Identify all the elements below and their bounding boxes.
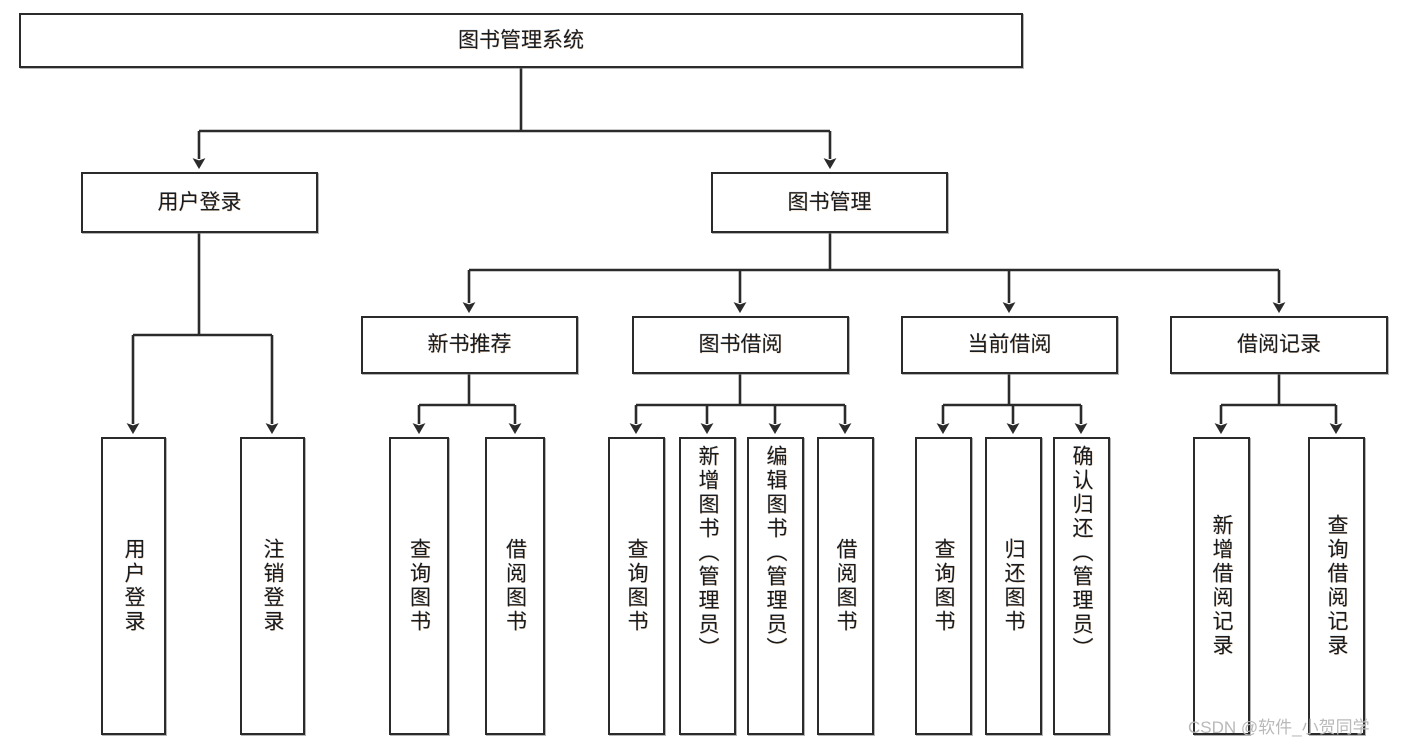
node-user-login[interactable]: 用户登录	[81, 172, 318, 233]
node-leaf-add-borrow-record[interactable]: 新增借阅记录	[1193, 437, 1250, 735]
node-user-login-label: 用户登录	[157, 190, 242, 214]
node-leaf-query-book-current[interactable]: 查询图书	[915, 437, 972, 735]
node-borrow-record[interactable]: 借阅记录	[1170, 316, 1388, 374]
node-leaf-query-borrow-record[interactable]: 查询借阅记录	[1308, 437, 1365, 735]
node-root[interactable]: 图书管理系统	[19, 13, 1023, 68]
node-leaf-user-login-label: 用户登录	[122, 538, 145, 634]
node-leaf-user-logout[interactable]: 注销登录	[240, 437, 305, 735]
node-leaf-edit-book-admin[interactable]: 编辑图书（管理员）	[747, 437, 804, 735]
node-leaf-query-book-recommend[interactable]: 查询图书	[389, 437, 449, 735]
node-leaf-confirm-return-admin-label: 确认归还（管理员）	[1070, 445, 1093, 661]
node-leaf-user-logout-label: 注销登录	[261, 538, 284, 634]
node-book-borrow[interactable]: 图书借阅	[632, 316, 849, 374]
node-book-management-label: 图书管理	[787, 190, 872, 214]
node-root-label: 图书管理系统	[458, 28, 584, 52]
node-leaf-borrow-book-recommend[interactable]: 借阅图书	[485, 437, 545, 735]
node-borrow-record-label: 借阅记录	[1237, 333, 1321, 357]
node-leaf-query-book-borrow-label: 查询图书	[625, 538, 648, 634]
node-leaf-borrow-book-recommend-label: 借阅图书	[503, 538, 527, 634]
node-new-book-recommend-label: 新书推荐	[427, 333, 512, 357]
node-new-book-recommend[interactable]: 新书推荐	[361, 316, 578, 374]
node-leaf-user-login[interactable]: 用户登录	[101, 437, 166, 735]
node-leaf-return-book-label: 归还图书	[1002, 538, 1025, 634]
node-leaf-borrow-book-label: 借阅图书	[834, 538, 857, 634]
node-leaf-confirm-return-admin[interactable]: 确认归还（管理员）	[1053, 437, 1110, 735]
node-leaf-query-borrow-record-label: 查询借阅记录	[1325, 514, 1348, 658]
node-leaf-add-book-admin[interactable]: 新增图书（管理员）	[679, 437, 736, 735]
node-current-borrow[interactable]: 当前借阅	[901, 316, 1118, 374]
node-leaf-return-book[interactable]: 归还图书	[985, 437, 1042, 735]
node-leaf-edit-book-admin-label: 编辑图书（管理员）	[764, 445, 787, 661]
csdn-watermark: CSDN @软件_小贺同学	[1188, 718, 1370, 737]
node-leaf-add-book-admin-label: 新增图书（管理员）	[696, 445, 719, 661]
node-leaf-add-borrow-record-label: 新增借阅记录	[1210, 514, 1233, 658]
node-leaf-borrow-book[interactable]: 借阅图书	[817, 437, 874, 735]
node-book-borrow-label: 图书借阅	[698, 333, 783, 357]
node-leaf-query-book-current-label: 查询图书	[932, 538, 955, 634]
node-leaf-query-book-recommend-label: 查询图书	[407, 538, 431, 634]
node-book-management[interactable]: 图书管理	[711, 172, 948, 233]
node-current-borrow-label: 当前借阅	[967, 333, 1052, 357]
node-leaf-query-book-borrow[interactable]: 查询图书	[608, 437, 665, 735]
